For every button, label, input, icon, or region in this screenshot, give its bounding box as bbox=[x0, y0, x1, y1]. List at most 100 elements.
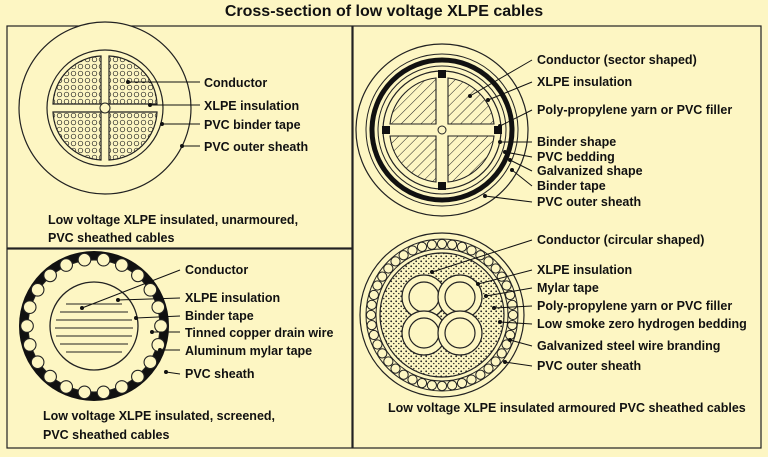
label-xlpe-insulation: XLPE insulation bbox=[204, 99, 299, 113]
armour-wire bbox=[407, 374, 418, 385]
label-poly-propylene-yarn-filler: Poly-propylene yarn or PVC filler bbox=[537, 299, 732, 313]
circular-conductor bbox=[437, 274, 483, 320]
label-pvc-outer-sheath: PVC outer sheath bbox=[537, 195, 641, 209]
drain-wire bbox=[151, 338, 166, 352]
circular-conductor bbox=[401, 310, 447, 356]
armour-wire bbox=[466, 374, 477, 385]
galvanized-armour-ring bbox=[369, 57, 515, 203]
label-binder-tape: Binder tape bbox=[537, 179, 606, 193]
caption-armoured: Low voltage XLPE insulated armoured PVC … bbox=[388, 401, 746, 415]
label-binder-shape: Binder shape bbox=[537, 135, 616, 149]
drain-wire bbox=[114, 258, 129, 272]
armour-wire bbox=[501, 280, 512, 291]
sector-conductor bbox=[389, 77, 437, 125]
drain-wire bbox=[43, 268, 57, 283]
label-galvanized-steel-wire-branding: Galvanized steel wire branding bbox=[537, 339, 720, 353]
armour-wire bbox=[505, 289, 516, 301]
armour-wire bbox=[456, 241, 468, 252]
armour-wire bbox=[390, 256, 401, 267]
circular-conductor bbox=[401, 274, 447, 320]
unarmoured-cable-drawing bbox=[18, 21, 192, 195]
armour-wire bbox=[377, 271, 388, 282]
drain-wire bbox=[96, 385, 111, 400]
armour-wire bbox=[456, 378, 468, 389]
lszh-bedding bbox=[379, 252, 505, 378]
label-pvc-outer-sheath: PVC outer sheath bbox=[537, 359, 641, 373]
armour-wire bbox=[372, 280, 383, 291]
armour-wire bbox=[398, 250, 409, 261]
label-mylar-tape: Mylar tape bbox=[537, 281, 599, 295]
label-binder-tape: Binder tape bbox=[185, 309, 254, 323]
label-xlpe-insulation: XLPE insulation bbox=[185, 291, 280, 305]
label-pvc-binder-tape: PVC binder tape bbox=[204, 118, 301, 132]
drain-wire bbox=[154, 319, 168, 333]
sector-cable-drawing bbox=[355, 43, 529, 217]
drain-wire bbox=[20, 319, 34, 333]
label-tinned-copper-drain-wire: Tinned copper drain wire bbox=[185, 326, 333, 340]
drain-wire-ring bbox=[20, 252, 168, 400]
sector-leader-lines bbox=[468, 59, 533, 203]
screened-leader-lines bbox=[80, 269, 181, 375]
label-xlpe-insulation: XLPE insulation bbox=[537, 75, 632, 89]
circular-cable-drawing bbox=[359, 232, 525, 398]
armour-wire bbox=[372, 339, 383, 350]
drain-wire bbox=[143, 282, 158, 297]
caption-unarmoured-line1: Low voltage XLPE insulated, unarmoured, bbox=[48, 213, 298, 227]
label-conductor: Conductor bbox=[204, 76, 267, 90]
armour-wire bbox=[368, 329, 379, 341]
conductor-quadrant bbox=[52, 111, 102, 161]
armour-wire bbox=[383, 356, 394, 367]
conductor-strands bbox=[55, 303, 133, 353]
drain-wire bbox=[96, 252, 111, 267]
label-poly-propylene-yarn-filler: Poly-propylene yarn or PVC filler bbox=[537, 103, 732, 117]
label-pvc-bedding: PVC bedding bbox=[537, 150, 615, 164]
drain-wire bbox=[114, 380, 129, 394]
label-lszh-bedding: Low smoke zero hydrogen bedding bbox=[537, 317, 747, 331]
drain-wire bbox=[30, 355, 45, 370]
drain-wire bbox=[59, 258, 74, 272]
armour-wire bbox=[377, 348, 388, 359]
armour-wire bbox=[475, 369, 486, 380]
armour-wire bbox=[390, 363, 401, 374]
armour-wire bbox=[490, 263, 501, 274]
panel-frames bbox=[6, 25, 762, 449]
armour-wire bbox=[368, 289, 379, 301]
sector-conductor bbox=[447, 77, 495, 125]
armour-wire bbox=[483, 256, 494, 267]
armour-wire bbox=[416, 378, 428, 389]
sector-conductor bbox=[447, 135, 495, 183]
drain-wire bbox=[59, 380, 74, 394]
caption-screened-line2: PVC sheathed cables bbox=[43, 428, 169, 442]
armour-wire bbox=[496, 348, 507, 359]
label-conductor: Conductor bbox=[185, 263, 248, 277]
drain-wire bbox=[131, 268, 145, 283]
label-xlpe-insulation: XLPE insulation bbox=[537, 263, 632, 277]
drain-wire bbox=[131, 369, 145, 384]
label-pvc-sheath: PVC sheath bbox=[185, 367, 254, 381]
sector-conductor bbox=[389, 135, 437, 183]
label-galvanized-shape: Galvanized shape bbox=[537, 164, 643, 178]
drain-wire bbox=[22, 338, 37, 352]
conductor-quadrant bbox=[108, 55, 158, 105]
diagram-title: Cross-section of low voltage XLPE cables bbox=[224, 3, 544, 20]
armour-wire bbox=[383, 263, 394, 274]
conductor-quadrant bbox=[108, 111, 158, 161]
label-aluminum-mylar-tape: Aluminum mylar tape bbox=[185, 344, 312, 358]
drain-wire bbox=[43, 369, 57, 384]
drain-wire bbox=[22, 300, 37, 314]
armour-wire bbox=[490, 356, 501, 367]
screened-cable-drawing bbox=[19, 251, 169, 401]
armour-wire bbox=[398, 369, 409, 380]
drain-wire bbox=[77, 252, 92, 267]
conductor-quadrant bbox=[52, 55, 102, 105]
armour-wire bbox=[501, 339, 512, 350]
label-conductor-sector-shaped: Conductor (sector shaped) bbox=[537, 53, 697, 67]
circular-leader-lines bbox=[430, 239, 533, 367]
drain-wire bbox=[143, 355, 158, 370]
circular-conductor bbox=[437, 310, 483, 356]
binder-tape-circle bbox=[49, 281, 139, 371]
label-pvc-outer-sheath: PVC outer sheath bbox=[204, 140, 308, 154]
unarmoured-leader-lines bbox=[126, 80, 200, 148]
